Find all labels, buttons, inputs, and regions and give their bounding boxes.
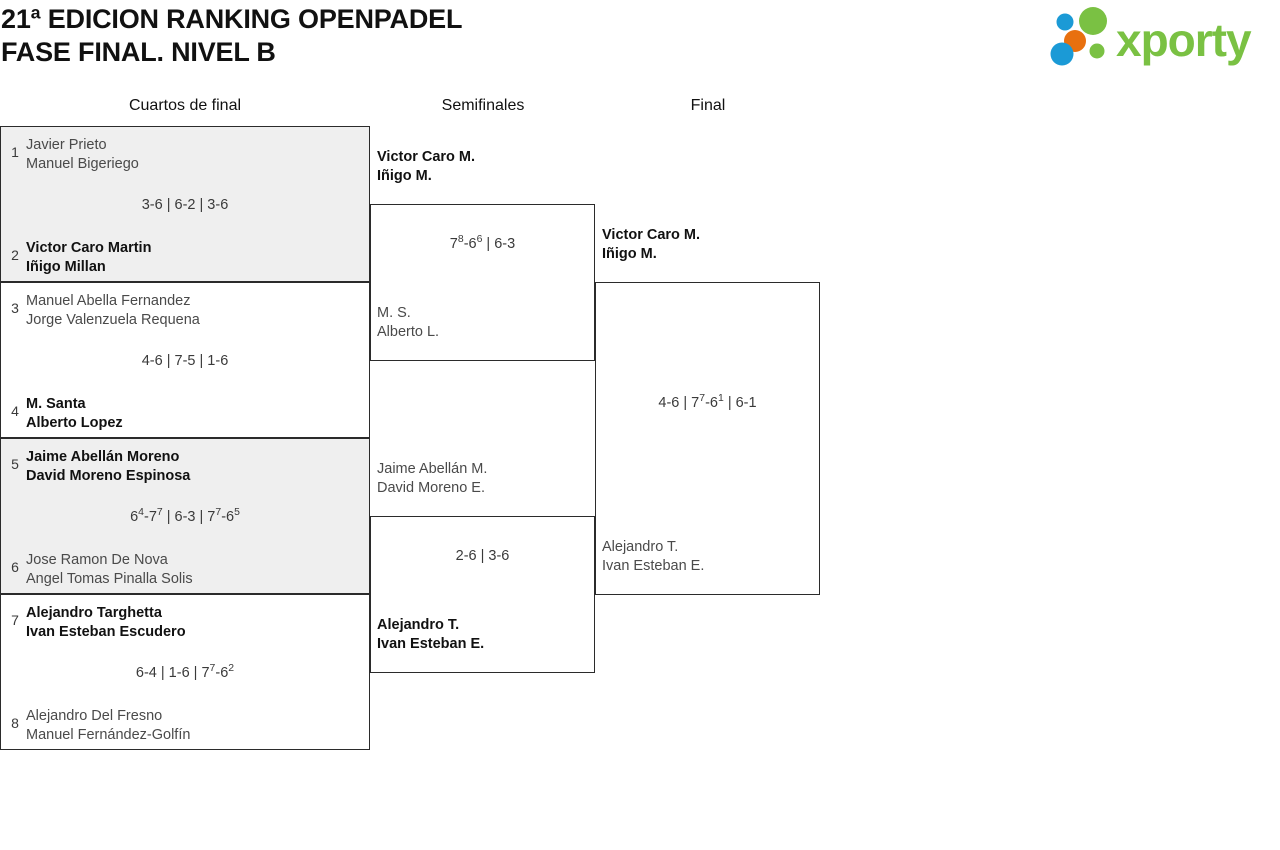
column-header-semifinals: Semifinales — [441, 97, 525, 114]
match-score: 4-6 | 7-5 | 1-6 — [141, 353, 229, 369]
column-header-final: Final — [690, 97, 726, 114]
seed-number: 8 — [11, 715, 19, 731]
seed-number: 7 — [11, 612, 19, 628]
player-name: Iñigo Millan — [26, 258, 106, 275]
player-name: Iñigo M. — [377, 167, 432, 184]
player-name: Manuel Abella Fernandez — [26, 293, 191, 309]
quarterfinal-match-3[interactable]: 5 Jaime Abellán Moreno David Moreno Espi… — [0, 438, 370, 594]
semifinal-2-loser-team: Jaime Abellán M. David Moreno E. — [377, 460, 487, 497]
player-name: Jaime Abellán Moreno — [26, 449, 180, 465]
page-title: 21ª EDICION RANKING OPENPADEL FASE FINAL… — [0, 0, 800, 69]
team-name: Jaime Abellán Moreno David Moreno Espino… — [26, 448, 361, 485]
seed-number: 4 — [11, 403, 19, 419]
team-name: M. Santa Alberto Lopez — [26, 395, 361, 432]
team-name: Alejandro Targhetta Ivan Esteban Escuder… — [26, 604, 361, 641]
player-name: Alejandro T. — [377, 617, 460, 633]
player-name: Ivan Esteban E. — [602, 557, 705, 574]
semifinal-2-winner-team: Alejandro T. Ivan Esteban E. — [377, 616, 484, 653]
seed-number: 3 — [11, 300, 19, 316]
player-name: Jorge Valenzuela Requena — [26, 311, 200, 328]
team-name: Manuel Abella Fernandez Jorge Valenzuela… — [26, 292, 361, 329]
semifinal-match-1[interactable]: 78-66 | 6-3 — [370, 204, 595, 361]
team-name: Alejandro Del Fresno Manuel Fernández-Go… — [26, 707, 361, 744]
seed-number: 2 — [11, 247, 19, 263]
svg-text:xporty: xporty — [1116, 14, 1252, 66]
semifinal-1-winner-team: Victor Caro M. Iñigo M. — [377, 148, 475, 185]
logo-dots-icon — [1050, 7, 1107, 66]
title-line-2: FASE FINAL. NIVEL B — [1, 37, 276, 67]
seed-number: 6 — [11, 559, 19, 575]
player-name: Alberto Lopez — [26, 414, 123, 431]
player-name: Alberto L. — [377, 323, 440, 340]
player-name: Victor Caro Martin — [26, 240, 152, 256]
seed-number: 1 — [11, 144, 19, 160]
match-score: 64-77 | 6-3 | 77-65 — [130, 507, 240, 525]
player-name: Ivan Esteban Escudero — [26, 623, 186, 640]
column-header-quarterfinals: Cuartos de final — [128, 97, 242, 114]
quarterfinal-match-2[interactable]: 3 Manuel Abella Fernandez Jorge Valenzue… — [0, 282, 370, 438]
final-winner-team: Victor Caro M. Iñigo M. — [602, 226, 700, 263]
player-name: Alejandro Targhetta — [26, 605, 162, 621]
match-score: 2-6 | 3-6 — [455, 548, 510, 564]
final-match[interactable]: 4-6 | 77-61 | 6-1 — [595, 282, 820, 595]
player-name: Alejandro T. — [602, 539, 679, 555]
match-score: 78-66 | 6-3 — [449, 234, 516, 252]
player-name: M. Santa — [26, 396, 86, 412]
match-score: 4-6 | 77-61 | 6-1 — [658, 393, 757, 411]
player-name: Iñigo M. — [602, 245, 657, 262]
player-name: Ivan Esteban E. — [377, 635, 485, 652]
player-name: Manuel Bigeriego — [26, 155, 139, 172]
semifinal-1-loser-team: M. S. Alberto L. — [377, 304, 439, 341]
player-name: Javier Prieto — [26, 137, 107, 153]
match-score: 3-6 | 6-2 | 3-6 — [141, 197, 229, 213]
semifinal-match-2[interactable]: 2-6 | 3-6 — [370, 516, 595, 673]
quarterfinal-match-1[interactable]: 1 Javier Prieto Manuel Bigeriego 3-6 | 6… — [0, 126, 370, 282]
match-score: 6-4 | 1-6 | 77-62 — [135, 663, 235, 681]
player-name: Manuel Fernández-Golfín — [26, 726, 191, 743]
team-name: Javier Prieto Manuel Bigeriego — [26, 136, 361, 173]
xporty-logo[interactable]: xporty — [1048, 6, 1274, 68]
player-name: David Moreno E. — [377, 479, 485, 496]
player-name: Victor Caro M. — [377, 149, 476, 165]
final-loser-team: Alejandro T. Ivan Esteban E. — [602, 538, 704, 575]
player-name: M. S. — [377, 305, 411, 321]
team-name: Victor Caro Martin Iñigo Millan — [26, 239, 361, 276]
seed-number: 5 — [11, 456, 19, 472]
player-name: Victor Caro M. — [602, 227, 701, 243]
player-name: Angel Tomas Pinalla Solis — [26, 570, 193, 587]
player-name: Jaime Abellán M. — [377, 461, 488, 477]
player-name: David Moreno Espinosa — [26, 467, 191, 484]
title-line-1: 21ª EDICION RANKING OPENPADEL — [1, 4, 463, 34]
player-name: Alejandro Del Fresno — [26, 708, 163, 724]
player-name: Jose Ramon De Nova — [26, 552, 168, 568]
quarterfinal-match-4[interactable]: 7 Alejandro Targhetta Ivan Esteban Escud… — [0, 594, 370, 750]
team-name: Jose Ramon De Nova Angel Tomas Pinalla S… — [26, 551, 361, 588]
